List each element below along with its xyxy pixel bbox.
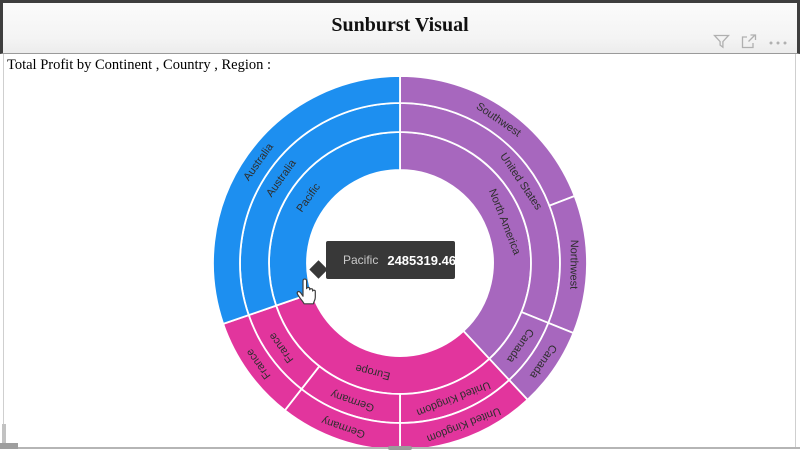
sunburst-segment-region-australia[interactable] (212, 75, 401, 326)
visual-header: Sunburst Visual (0, 0, 800, 54)
filter-icon[interactable] (713, 34, 730, 49)
more-options-icon[interactable] (768, 34, 788, 49)
tooltip-value: 2485319.46 (387, 252, 457, 268)
segment-label: Northwest (567, 240, 579, 290)
visual-header-toolbar (713, 34, 788, 49)
chart-heading: Total Profit by Continent , Country , Re… (7, 57, 272, 73)
focus-mode-icon[interactable] (741, 34, 757, 49)
tooltip-category: Pacific (343, 253, 379, 267)
resize-corner-handle[interactable] (0, 443, 18, 449)
resize-corner[interactable] (2, 424, 6, 444)
tooltip: Pacific 2485319.46 (326, 241, 457, 279)
right-border (795, 54, 796, 447)
left-border (3, 54, 4, 447)
resize-handle-bottom[interactable] (388, 446, 412, 450)
hand-cursor-icon (296, 278, 316, 305)
page-title: Sunburst Visual (331, 14, 469, 36)
